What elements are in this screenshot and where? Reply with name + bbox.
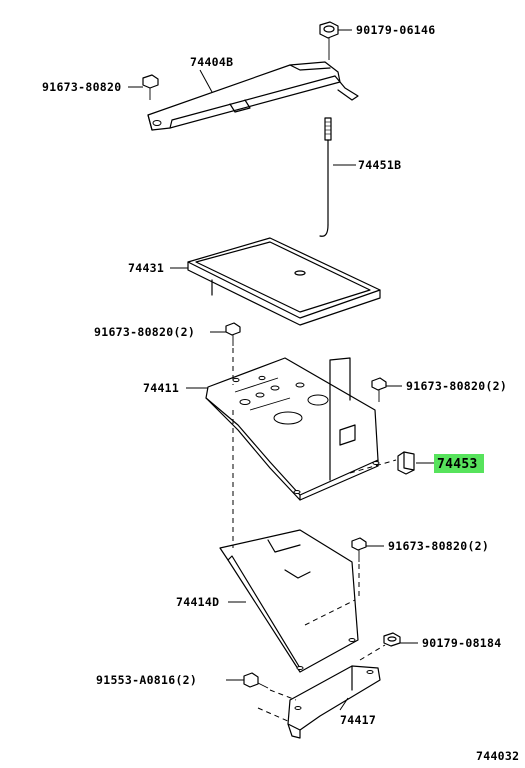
label-74414D[interactable]: 74414D [176, 595, 219, 609]
bracket-74414D [219, 529, 359, 673]
bolt-91673-80820-top [142, 74, 159, 100]
battery-tray-74431 [187, 237, 381, 326]
label-74417[interactable]: 74417 [340, 713, 376, 727]
label-74431[interactable]: 74431 [128, 261, 164, 275]
clip-74453 [397, 451, 415, 475]
bolt-91673-80820-right [371, 377, 387, 402]
highlight-box [434, 454, 484, 473]
rod-74451B [319, 117, 332, 237]
label-74411[interactable]: 74411 [143, 381, 179, 395]
nut-90179-06146 [319, 21, 339, 60]
label-90179-08184[interactable]: 90179-08184 [422, 636, 501, 650]
bolt-91553-A0816 [243, 672, 269, 689]
label-74404B[interactable]: 74404B [190, 55, 233, 69]
battery-carrier-74411 [205, 357, 380, 501]
stay-74417 [287, 665, 381, 739]
battery-clamp-74404B [147, 61, 359, 131]
label-74453[interactable]: 74453 [437, 457, 478, 472]
label-91553-A0816[interactable]: 91553-A0816(2) [96, 673, 197, 687]
bolt-91673-80820-left [225, 322, 241, 346]
nut-90179-08184 [383, 632, 401, 647]
label-90179-06146[interactable]: 90179-06146 [356, 23, 435, 37]
label-91673-80820-2b[interactable]: 91673-80820(2) [406, 379, 507, 393]
label-91673-80820-2c[interactable]: 91673-80820(2) [388, 539, 489, 553]
label-91673-80820-top[interactable]: 91673-80820 [42, 80, 121, 94]
bolt-91673-80820-lower [351, 537, 367, 562]
label-74451B[interactable]: 74451B [358, 158, 401, 172]
diagram-code: 744032 [476, 749, 519, 763]
label-91673-80820-2a[interactable]: 91673-80820(2) [94, 325, 195, 339]
